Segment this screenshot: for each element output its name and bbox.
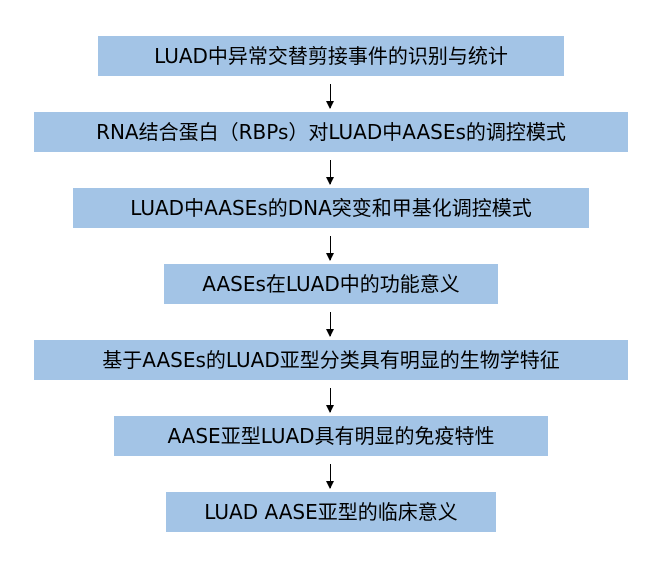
arrow-down-icon (326, 312, 334, 337)
arrow-down-icon (326, 236, 334, 261)
arrow-down-icon (326, 464, 334, 489)
step-box-4: AASEs在LUAD中的功能意义 (164, 264, 498, 304)
step-box-3: LUAD中AASEs的DNA突变和甲基化调控模式 (73, 188, 589, 228)
arrow-down-icon (326, 160, 334, 185)
step-box-5: 基于AASEs的LUAD亚型分类具有明显的生物学特征 (34, 340, 628, 380)
step-box-2: RNA结合蛋白（RBPs）对LUAD中AASEs的调控模式 (34, 112, 628, 152)
arrow-down-icon (326, 388, 334, 413)
step-box-6: AASE亚型LUAD具有明显的免疫特性 (114, 416, 548, 456)
step-box-1: LUAD中异常交替剪接事件的识别与统计 (98, 36, 564, 76)
step-box-7: LUAD AASE亚型的临床意义 (166, 492, 496, 532)
arrow-down-icon (326, 84, 334, 109)
